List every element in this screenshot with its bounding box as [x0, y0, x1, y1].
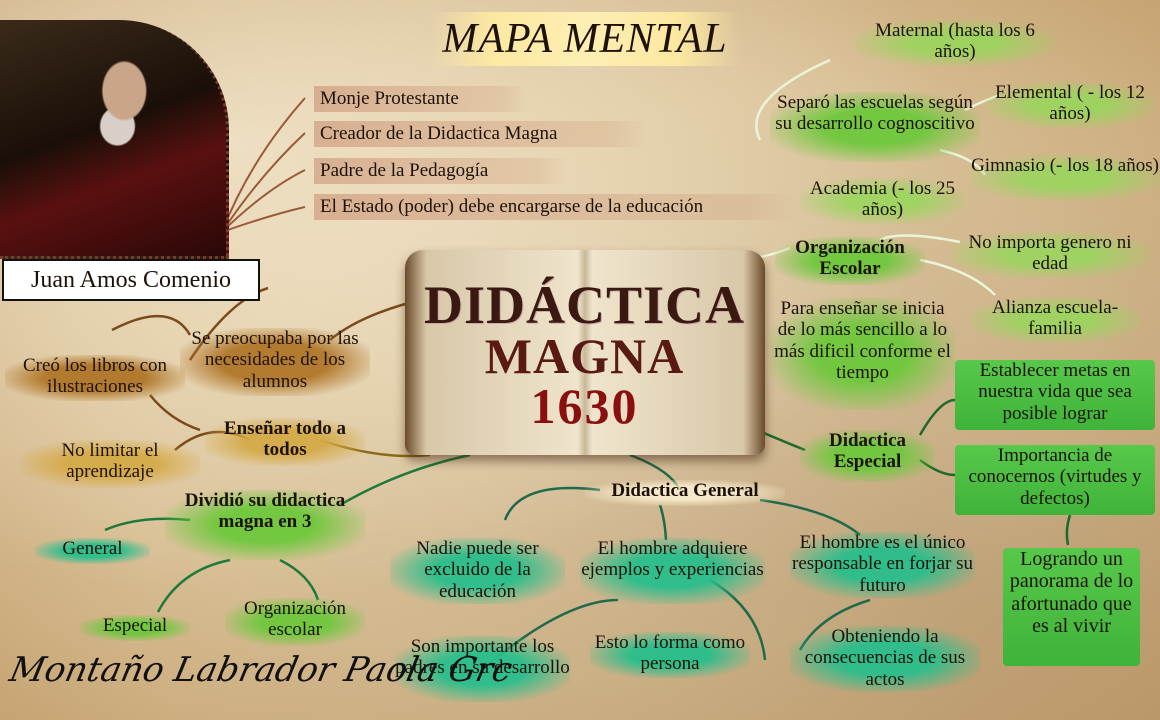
node-metas: Establecer metas en nuestra vida que sea…: [955, 360, 1155, 430]
node-organizacion-escolar-left: Organización escolar: [225, 598, 365, 646]
node-general: General: [35, 538, 150, 564]
node-persona: Esto lo forma como persona: [590, 632, 750, 678]
node-especial: Especial: [80, 615, 190, 641]
author-signature: Montaño Labrador Paola Grc: [1, 650, 414, 712]
book-title-line2: MAGNA: [412, 328, 757, 384]
bio-item-1: Monje Protestante: [314, 86, 526, 112]
node-academia: Academia (- los 25 años): [800, 178, 965, 224]
node-preocupaba: Se preocupaba por las necesidades de los…: [180, 328, 370, 396]
node-organizacion-escolar: Organización Escolar: [775, 237, 925, 285]
node-didactica-general: Didactica General: [585, 480, 785, 506]
person-name: Juan Amos Comenio: [2, 259, 260, 301]
bio-item-2: Creador de la Didactica Magna: [314, 121, 646, 147]
book-title-line1: DIDÁCTICA: [412, 275, 757, 335]
node-alianza: Alianza escuela-familia: [970, 297, 1140, 343]
node-consecuencias: Obteniendo la consecuencias de sus actos: [790, 626, 980, 692]
node-genero: No importa genero ni edad: [950, 232, 1150, 278]
node-maternal: Maternal (hasta los 6 años): [855, 20, 1055, 66]
node-panorama: Logrando un panorama de lo afortunado qu…: [1003, 548, 1140, 666]
bio-item-3: Padre de la Pedagogía: [314, 158, 566, 184]
node-responsable: El hombre es el único responsable en for…: [790, 532, 975, 598]
node-para-ensenar: Para enseñar se inicia de lo más sencill…: [770, 298, 955, 410]
page-title: MAPA MENTAL: [430, 12, 740, 66]
node-no-limitar: No limitar el aprendizaje: [20, 440, 200, 488]
node-libros: Creó los libros con ilustraciones: [5, 355, 185, 401]
node-elemental: Elemental ( - los 12 años): [985, 82, 1155, 128]
node-didactica-especial: Didactica Especial: [800, 430, 935, 482]
portrait-image: [0, 20, 229, 259]
node-separo: Separó las escuelas según su desarrollo …: [770, 92, 980, 162]
book-year: 1630: [412, 378, 757, 434]
node-ensenar-todo: Enseñar todo a todos: [205, 418, 365, 466]
bio-connector-1: [222, 98, 305, 232]
bio-item-4: El Estado (poder) debe encargarse de la …: [314, 194, 796, 220]
node-dividio: Dividió su didactica magna en 3: [165, 490, 365, 560]
node-conocernos: Importancia de conocernos (virtudes y de…: [955, 445, 1155, 515]
node-nadie: Nadie puede ser excluido de la educación: [390, 538, 565, 604]
node-gimnasio: Gimnasio (- los 18 años): [970, 155, 1160, 201]
node-hombre-adquiere: El hombre adquiere ejemplos y experienci…: [580, 538, 765, 604]
